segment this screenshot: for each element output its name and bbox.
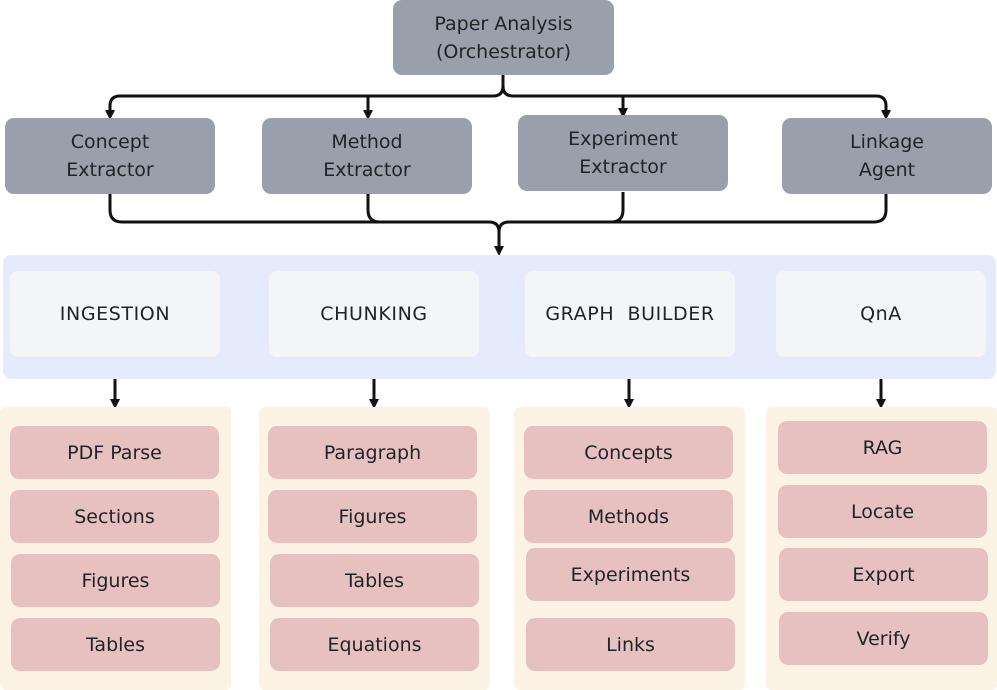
- chunking-item-figures: Figures: [268, 490, 477, 543]
- orchestrator-to-agents-connector: [108, 75, 888, 116]
- stage-chunking: CHUNKING: [269, 271, 479, 357]
- graph-builder-item-concepts: Concepts: [524, 426, 733, 479]
- concept-extractor-box: Concept Extractor: [5, 118, 215, 194]
- ingestion-item-sections: Sections: [10, 490, 219, 543]
- graph-builder-item-experiments: Experiments: [526, 548, 735, 601]
- chunking-item-tables: Tables: [270, 554, 479, 607]
- qna-item-export: Export: [779, 548, 988, 601]
- qna-item-locate: Locate: [778, 485, 987, 538]
- qna-item-verify: Verify: [779, 612, 988, 665]
- ingestion-item-pdf-parse: PDF Parse: [10, 426, 219, 479]
- method-extractor-box: Method Extractor: [262, 118, 472, 194]
- orchestrator-box: Paper Analysis (Orchestrator): [393, 0, 614, 75]
- chunking-item-equations: Equations: [270, 618, 479, 671]
- agents-to-pipeline-connector: [108, 192, 888, 244]
- qna-item-rag: RAG: [778, 421, 987, 474]
- ingestion-item-tables: Tables: [11, 618, 220, 671]
- linkage-agent-box: Linkage Agent: [782, 118, 992, 194]
- chunking-item-paragraph: Paragraph: [268, 426, 477, 479]
- stage-graph-builder: GRAPH BUILDER: [525, 271, 735, 357]
- stage-qna: QnA: [776, 271, 986, 357]
- stage-ingestion: INGESTION: [10, 271, 220, 357]
- graph-builder-item-links: Links: [526, 618, 735, 671]
- graph-builder-item-methods: Methods: [524, 490, 733, 543]
- ingestion-item-figures: Figures: [11, 554, 220, 607]
- experiment-extractor-box: Experiment Extractor: [518, 115, 728, 191]
